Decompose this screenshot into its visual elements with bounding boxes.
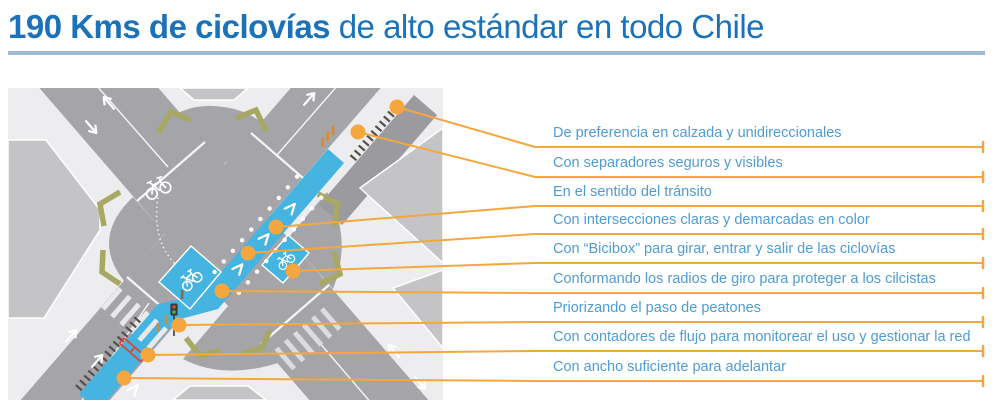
- callout-label-text: De preferencia en calzada y unidireccion…: [553, 125, 842, 141]
- callout-label-text: Con ancho suficiente para adelantar: [553, 359, 786, 375]
- title-underline: [8, 51, 985, 55]
- callout-label: Con intersecciones claras y demarcadas e…: [553, 211, 870, 230]
- bike-route-trail: [155, 197, 176, 265]
- page-title-highlight: 190 Kms de ciclovías: [8, 8, 331, 45]
- bollard-icons: [156, 125, 335, 332]
- callout-label-text: Con separadores seguros y visibles: [553, 155, 783, 171]
- callout-label-text: Con contadores de flujo para monitorear …: [553, 329, 971, 345]
- callout-label: Con contadores de flujo para monitorear …: [553, 328, 971, 347]
- callout-label: Con ancho suficiente para adelantar: [553, 358, 786, 377]
- callout-label: Con separadores seguros y visibles: [553, 154, 783, 173]
- zebra-crossing-southwest: [101, 286, 168, 350]
- callout-label-text: En el sentido del tránsito: [553, 184, 712, 200]
- callout-label: De preferencia en calzada y unidireccion…: [553, 124, 842, 143]
- callout-label: Priorizando el paso de peatones: [553, 299, 761, 318]
- callout-label-text: Priorizando el paso de peatones: [553, 300, 761, 316]
- intersection-illustration: [8, 88, 443, 400]
- page-title: 190 Kms de ciclovías de alto estándar en…: [8, 8, 988, 46]
- callout-label: Conformando los radios de giro para prot…: [553, 270, 936, 289]
- bicibox-left: [158, 245, 222, 310]
- callout-label: En el sentido del tránsito: [553, 183, 712, 202]
- bicycle-outline-icon: [141, 173, 176, 265]
- callout-label-text: Con intersecciones claras y demarcadas e…: [553, 212, 870, 228]
- callout-label-text: Con “Bicibox” para girar, entrar y salir…: [553, 241, 896, 257]
- callout-label-text: Conformando los radios de giro para prot…: [553, 271, 936, 287]
- callout-label: Con “Bicibox” para girar, entrar y salir…: [553, 240, 896, 259]
- page-title-rest: de alto estándar en todo Chile: [330, 8, 765, 45]
